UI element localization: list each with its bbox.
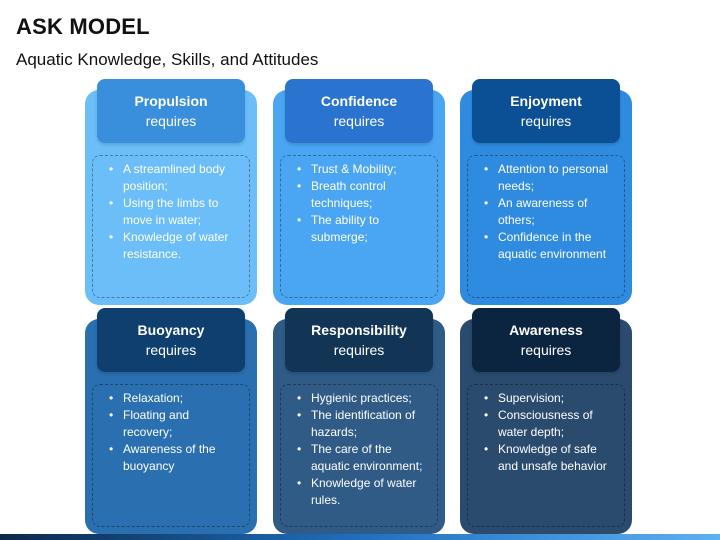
card-bullet-list: A streamlined body position;Using the li…: [109, 161, 237, 263]
card-dashed-frame: [280, 384, 438, 527]
bullet-item: Breath control techniques;: [297, 178, 425, 212]
card-title: Responsibility: [311, 321, 407, 338]
bullet-item: The identification of hazards;: [297, 407, 425, 441]
card-title: Enjoyment: [510, 92, 582, 109]
bullet-item: Hygienic practices;: [297, 390, 425, 407]
card-header: Confidence requires: [285, 79, 433, 143]
bullet-item: Floating and recovery;: [109, 407, 237, 441]
page-subtitle: Aquatic Knowledge, Skills, and Attitudes: [16, 50, 319, 69]
card-header: Buoyancy requires: [97, 308, 245, 372]
page-title: ASK MODEL: [16, 14, 150, 39]
card-header: Propulsion requires: [97, 79, 245, 143]
card-requires-label: requires: [333, 112, 385, 129]
card-dashed-frame: [280, 155, 438, 298]
card-requires-label: requires: [520, 112, 572, 129]
card-bullet-list: Trust & Mobility;Breath control techniqu…: [297, 161, 425, 246]
card-title: Buoyancy: [137, 321, 205, 338]
card-header: Awareness requires: [472, 308, 620, 372]
bullet-item: Confidence in the aquatic environment: [484, 229, 612, 263]
ask-card-buoyancy: Buoyancy requiresRelaxation;Floating and …: [85, 308, 257, 534]
card-requires-label: requires: [520, 341, 572, 358]
card-title: Confidence: [320, 92, 398, 109]
bottom-accent-bar: [0, 534, 720, 540]
bullet-item: Knowledge of water resistance.: [109, 229, 237, 263]
ask-card-propulsion: Propulsion requires A streamlined body pos…: [85, 79, 257, 305]
card-dashed-frame: [467, 155, 625, 298]
card-requires-label: requires: [333, 341, 385, 358]
ask-card-enjoyment: Enjoyment requiresAttention to personal n…: [460, 79, 632, 305]
bullet-item: Supervision;: [484, 390, 612, 407]
card-requires-label: requires: [145, 341, 197, 358]
card-requires-label: requires: [145, 112, 197, 129]
card-header: Responsibility requires: [285, 308, 433, 372]
bullet-item: The care of the aquatic environment;: [297, 441, 425, 475]
card-bullet-list: Relaxation;Floating and recovery;Awarene…: [109, 390, 237, 475]
ask-card-confidence: Confidence requiresTrust & Mobility;Breat…: [273, 79, 445, 305]
card-dashed-frame: [92, 384, 250, 527]
card-bullet-list: Attention to personal needs;An awareness…: [484, 161, 612, 263]
bullet-item: Consciousness of water depth;: [484, 407, 612, 441]
card-bullet-list: Hygienic practices;The identification of…: [297, 390, 425, 509]
ask-card-awareness: Awareness requiresSupervision;Consciousne…: [460, 308, 632, 534]
bullet-item: Relaxation;: [109, 390, 237, 407]
ask-card-responsibility: Responsibility requiresHygienic practices…: [273, 308, 445, 534]
bullet-item: Awareness of the buoyancy: [109, 441, 237, 475]
bullet-item: The ability to submerge;: [297, 212, 425, 246]
card-dashed-frame: [92, 155, 250, 298]
card-bullet-list: Supervision;Consciousness of water depth…: [484, 390, 612, 475]
card-dashed-frame: [467, 384, 625, 527]
bullet-item: A streamlined body position;: [109, 161, 237, 195]
bullet-item: Knowledge of water rules.: [297, 475, 425, 509]
card-title: Propulsion: [134, 92, 208, 109]
bullet-item: An awareness of others;: [484, 195, 612, 229]
card-header: Enjoyment requires: [472, 79, 620, 143]
bullet-item: Trust & Mobility;: [297, 161, 425, 178]
card-title: Awareness: [509, 321, 583, 338]
bullet-item: Using the limbs to move in water;: [109, 195, 237, 229]
bullet-item: Attention to personal needs;: [484, 161, 612, 195]
bullet-item: Knowledge of safe and unsafe behavior: [484, 441, 612, 475]
